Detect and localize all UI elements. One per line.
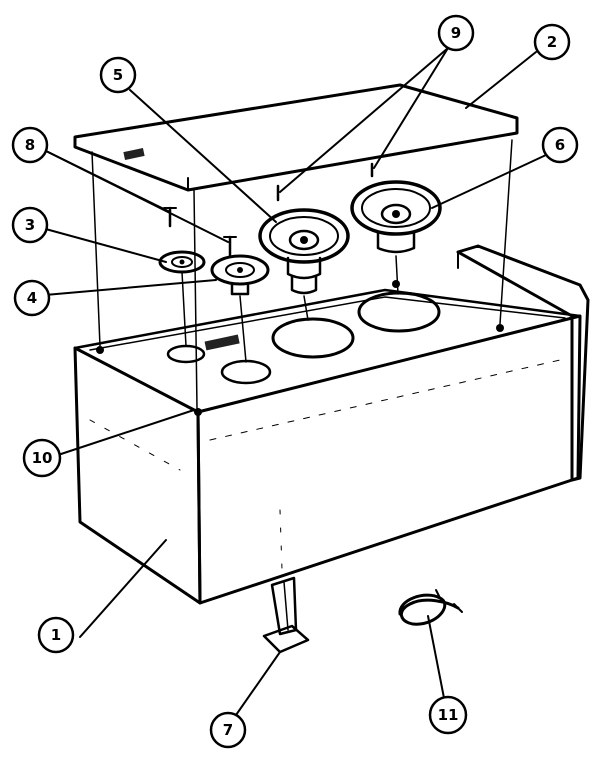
cabinet-hole-woofer-left bbox=[271, 317, 355, 359]
leg bbox=[262, 576, 310, 654]
svg-text:8: 8 bbox=[25, 136, 35, 154]
cabinet-box bbox=[73, 280, 582, 605]
svg-text:7: 7 bbox=[223, 721, 233, 739]
svg-text:4: 4 bbox=[27, 289, 37, 307]
back-panel bbox=[456, 244, 590, 482]
callout-8: 8 bbox=[11, 126, 49, 164]
svg-text:1: 1 bbox=[51, 626, 61, 644]
callout-2: 2 bbox=[533, 23, 571, 61]
svg-text:6: 6 bbox=[555, 136, 565, 154]
screws bbox=[163, 162, 374, 257]
leader-lines bbox=[41, 47, 547, 716]
screw-hole-right bbox=[496, 324, 504, 332]
cord bbox=[398, 589, 463, 626]
svg-text:2: 2 bbox=[547, 33, 557, 51]
callout-3: 3 bbox=[11, 206, 49, 244]
callout-6: 6 bbox=[541, 126, 579, 164]
woofer-right bbox=[350, 180, 442, 254]
callout-10: 10 bbox=[22, 438, 62, 478]
alignment-lines bbox=[91, 139, 513, 409]
lid-slot bbox=[123, 148, 145, 160]
woofer-left bbox=[258, 208, 350, 295]
top-panel bbox=[73, 83, 519, 192]
cabinet-hole-tweeter bbox=[166, 344, 206, 364]
callout-5: 5 bbox=[99, 56, 137, 94]
svg-text:10: 10 bbox=[32, 449, 53, 467]
cabinet-hole-woofer-right bbox=[357, 291, 441, 333]
callout-9: 9 bbox=[437, 14, 475, 52]
screw-hole-back bbox=[392, 280, 400, 288]
svg-text:9: 9 bbox=[451, 24, 461, 42]
callout-1: 1 bbox=[37, 616, 75, 654]
callout-11: 11 bbox=[428, 695, 468, 735]
cabinet-hole-midrange bbox=[220, 359, 272, 385]
svg-text:11: 11 bbox=[438, 706, 459, 724]
svg-text:3: 3 bbox=[25, 216, 35, 234]
screw-hole-left bbox=[96, 346, 104, 354]
terminal-slot bbox=[204, 334, 240, 351]
callout-4: 4 bbox=[13, 279, 51, 317]
svg-text:5: 5 bbox=[113, 66, 123, 84]
callout-7: 7 bbox=[209, 711, 247, 749]
screw-hole-front bbox=[194, 408, 202, 416]
midrange-speaker bbox=[210, 254, 270, 296]
